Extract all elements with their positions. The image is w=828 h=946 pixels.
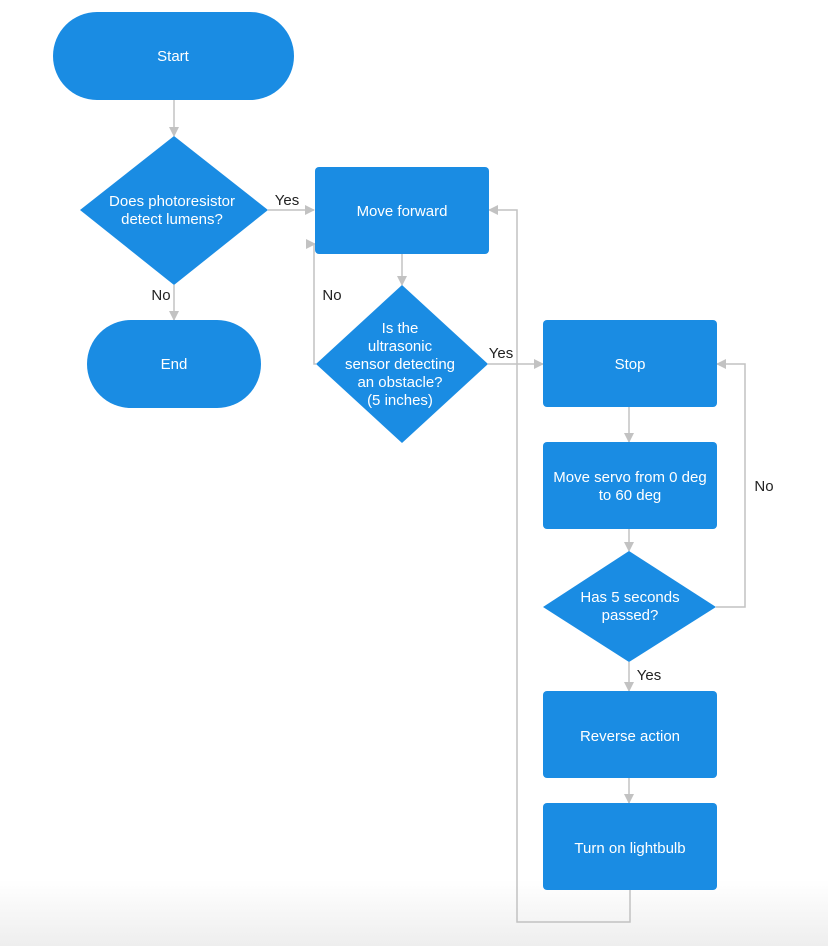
start-node: Start [53, 12, 294, 100]
node-label-line: Move servo from 0 deg [553, 469, 706, 486]
node-label-line: Does photoresistor [109, 193, 235, 210]
node-label-line: Has 5 seconds [580, 589, 679, 606]
edge-seconds-no-to-stop [716, 359, 746, 608]
connectors [169, 100, 746, 923]
edge-lightbulb-loop-to-move-forward [488, 205, 631, 923]
photoresistor-yes-label: Yes [275, 192, 299, 209]
node-label-line: an obstacle? [357, 374, 442, 391]
stop-label: Stop [615, 356, 646, 373]
end-node: End [87, 320, 261, 408]
ultrasonic-no-label: No [322, 287, 341, 304]
end-label: End [161, 356, 188, 373]
node-label-line: ultrasonic [368, 338, 433, 355]
stop-node: Stop [543, 320, 717, 407]
node-label-line: to 60 deg [599, 487, 662, 504]
move-forward-label: Move forward [357, 203, 448, 220]
photoresistor-no-label: No [151, 287, 170, 304]
move-forward-node: Move forward [315, 167, 489, 254]
edge-ultrasonic-no-to-move-forward [306, 239, 316, 365]
seconds-yes-label: Yes [637, 667, 661, 684]
node-label-line: (5 inches) [367, 392, 433, 409]
seconds-no-label: No [754, 478, 773, 495]
reverse-action-node: Reverse action [543, 691, 717, 778]
turn-on-lightbulb-node: Turn on lightbulb [543, 803, 717, 890]
edge-labels: Yes No No Yes No Yes [151, 192, 773, 684]
reverse-action-label: Reverse action [580, 728, 680, 745]
node-label-line: passed? [602, 607, 659, 624]
ultrasonic-yes-label: Yes [489, 345, 513, 362]
node-label-line: sensor detecting [345, 356, 455, 373]
node-label-line: detect lumens? [121, 211, 223, 228]
node-label-line: Is the [382, 320, 419, 337]
start-label: Start [157, 48, 190, 65]
turn-on-lightbulb-label: Turn on lightbulb [574, 840, 685, 857]
